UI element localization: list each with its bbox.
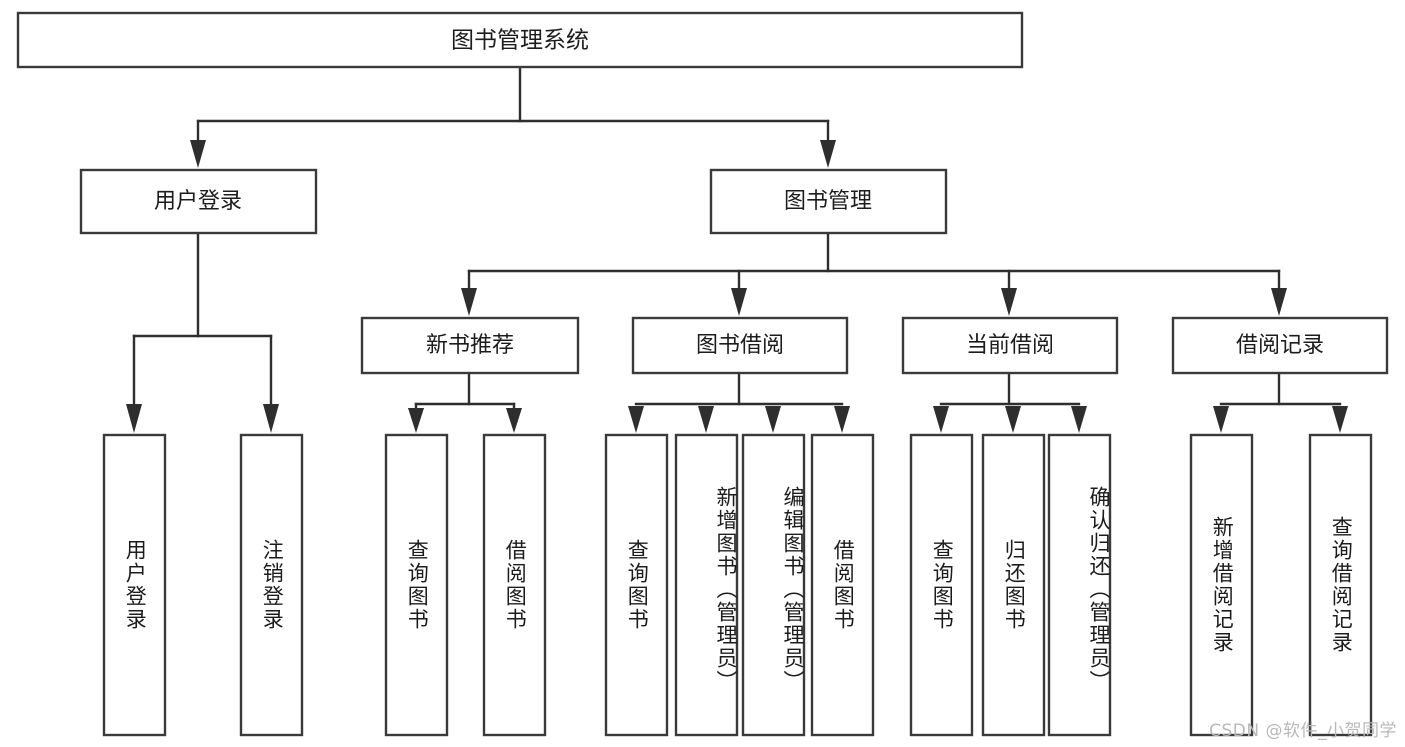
node-user-login-label: 用户登录	[154, 189, 242, 214]
leaf-add-book-admin-box[interactable]	[674, 433, 739, 737]
connectors-layer	[126, 65, 1348, 433]
leaf-boxes-layer	[102, 433, 1373, 737]
arrow-head-leaf-user-logout	[263, 404, 279, 433]
arrow-head-leaf-borrow-book	[834, 406, 850, 433]
node-book-borrow[interactable]: 图书借阅	[631, 316, 849, 375]
leaf-query-book-recommend-box[interactable]	[384, 433, 449, 737]
arrow-head-leaf-return-book	[1005, 406, 1021, 433]
node-root[interactable]: 图书管理系统	[16, 11, 1024, 69]
arrow-head-leaf-user-login	[126, 404, 142, 433]
arrow-head-leaf-query-book-borrow	[628, 406, 644, 433]
arrow-head-leaf-query-book-recommend	[408, 408, 424, 433]
leaf-user-login-box[interactable]	[102, 433, 167, 737]
arrow-head-leaf-confirm-return-admin	[1071, 406, 1087, 433]
leaf-query-book-borrow-box[interactable]	[604, 433, 669, 737]
node-user-login[interactable]: 用户登录	[79, 168, 318, 235]
node-book-borrow-box[interactable]	[631, 316, 849, 375]
leaf-query-borrow-record-box[interactable]	[1308, 433, 1373, 737]
leaf-add-borrow-record-box[interactable]	[1189, 433, 1254, 737]
arrow-head-leaf-add-book-admin	[698, 406, 714, 433]
arrow-head-leaf-query-book-current	[933, 406, 949, 433]
arrow-head-user-login	[190, 140, 206, 168]
leaf-borrow-book-recommend-box[interactable]	[482, 433, 547, 737]
node-book-management[interactable]: 图书管理	[709, 168, 948, 235]
leaf-user-logout-box[interactable]	[239, 433, 304, 737]
leaf-edit-book-admin-box[interactable]	[741, 433, 806, 737]
node-new-book-recommend-label: 新书推荐	[426, 333, 514, 358]
node-current-borrow-box[interactable]	[901, 316, 1119, 375]
arrow-head-current-borrow	[1001, 288, 1017, 316]
arrow-head-leaf-add-borrow-record	[1213, 406, 1229, 433]
node-new-book-recommend-box[interactable]	[360, 316, 580, 375]
node-user-login-box[interactable]	[79, 168, 318, 235]
leaf-confirm-return-admin-box[interactable]	[1047, 433, 1112, 737]
node-root-label: 图书管理系统	[451, 28, 589, 54]
node-borrow-record[interactable]: 借阅记录	[1171, 316, 1389, 375]
csdn-watermark: CSDN @软件_小贺同学	[1209, 721, 1397, 741]
leaf-query-book-current-box[interactable]	[909, 433, 974, 737]
node-book-borrow-label: 图书借阅	[696, 333, 784, 358]
node-book-management-label: 图书管理	[784, 189, 872, 214]
node-borrow-record-label: 借阅记录	[1236, 333, 1324, 358]
node-root-box[interactable]	[16, 11, 1024, 69]
arrow-head-leaf-edit-book-admin	[765, 406, 781, 433]
arrow-head-book-management	[820, 140, 836, 168]
node-borrow-record-box[interactable]	[1171, 316, 1389, 375]
node-current-borrow[interactable]: 当前借阅	[901, 316, 1119, 375]
leaf-borrow-book-box[interactable]	[810, 433, 875, 737]
arrow-head-book-borrow	[731, 288, 747, 316]
leaf-return-book-box[interactable]	[981, 433, 1046, 737]
node-book-management-box[interactable]	[709, 168, 948, 235]
arrow-head-new-book-recommend	[461, 288, 477, 316]
arrow-head-leaf-query-borrow-record	[1332, 406, 1348, 433]
arrow-head-leaf-borrow-book-recommend	[506, 408, 522, 433]
node-new-book-recommend[interactable]: 新书推荐	[360, 316, 580, 375]
arrow-head-borrow-record	[1271, 288, 1287, 316]
node-current-borrow-label: 当前借阅	[966, 333, 1054, 358]
